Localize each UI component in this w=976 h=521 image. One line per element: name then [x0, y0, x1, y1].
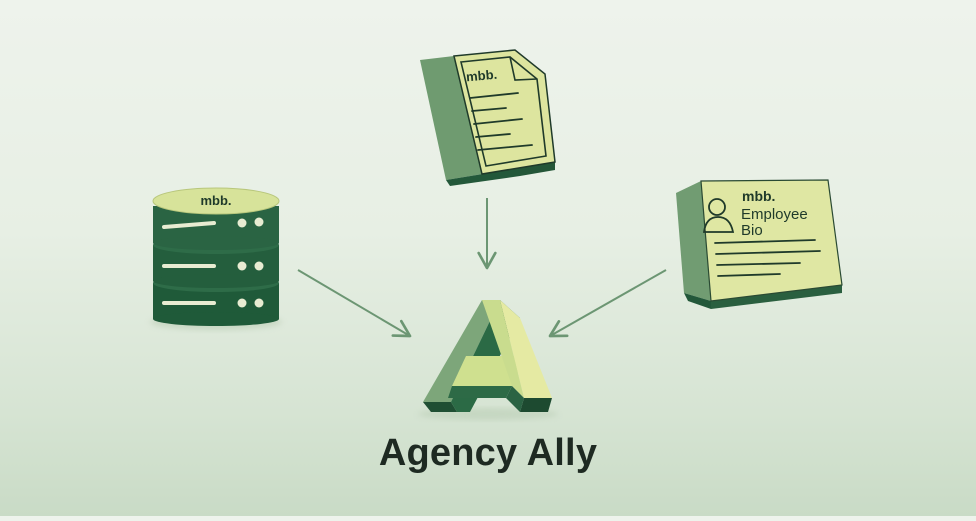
database-icon	[150, 187, 282, 330]
employee-bio-card-icon	[676, 179, 843, 309]
agency-ally-logo-icon	[418, 300, 558, 420]
document-logo: mbb.	[465, 67, 497, 85]
bio-card-title-line2: Bio	[741, 222, 763, 239]
bio-card-logo: mbb.	[742, 188, 775, 204]
arrow-bio-to-ally	[548, 269, 667, 338]
arrow-database-to-ally	[297, 269, 412, 338]
bio-card-title-line1: Employee	[741, 206, 808, 223]
document-icon	[420, 49, 556, 186]
brand-name: Agency Ally	[378, 432, 598, 474]
database-logo: mbb.	[200, 193, 231, 208]
